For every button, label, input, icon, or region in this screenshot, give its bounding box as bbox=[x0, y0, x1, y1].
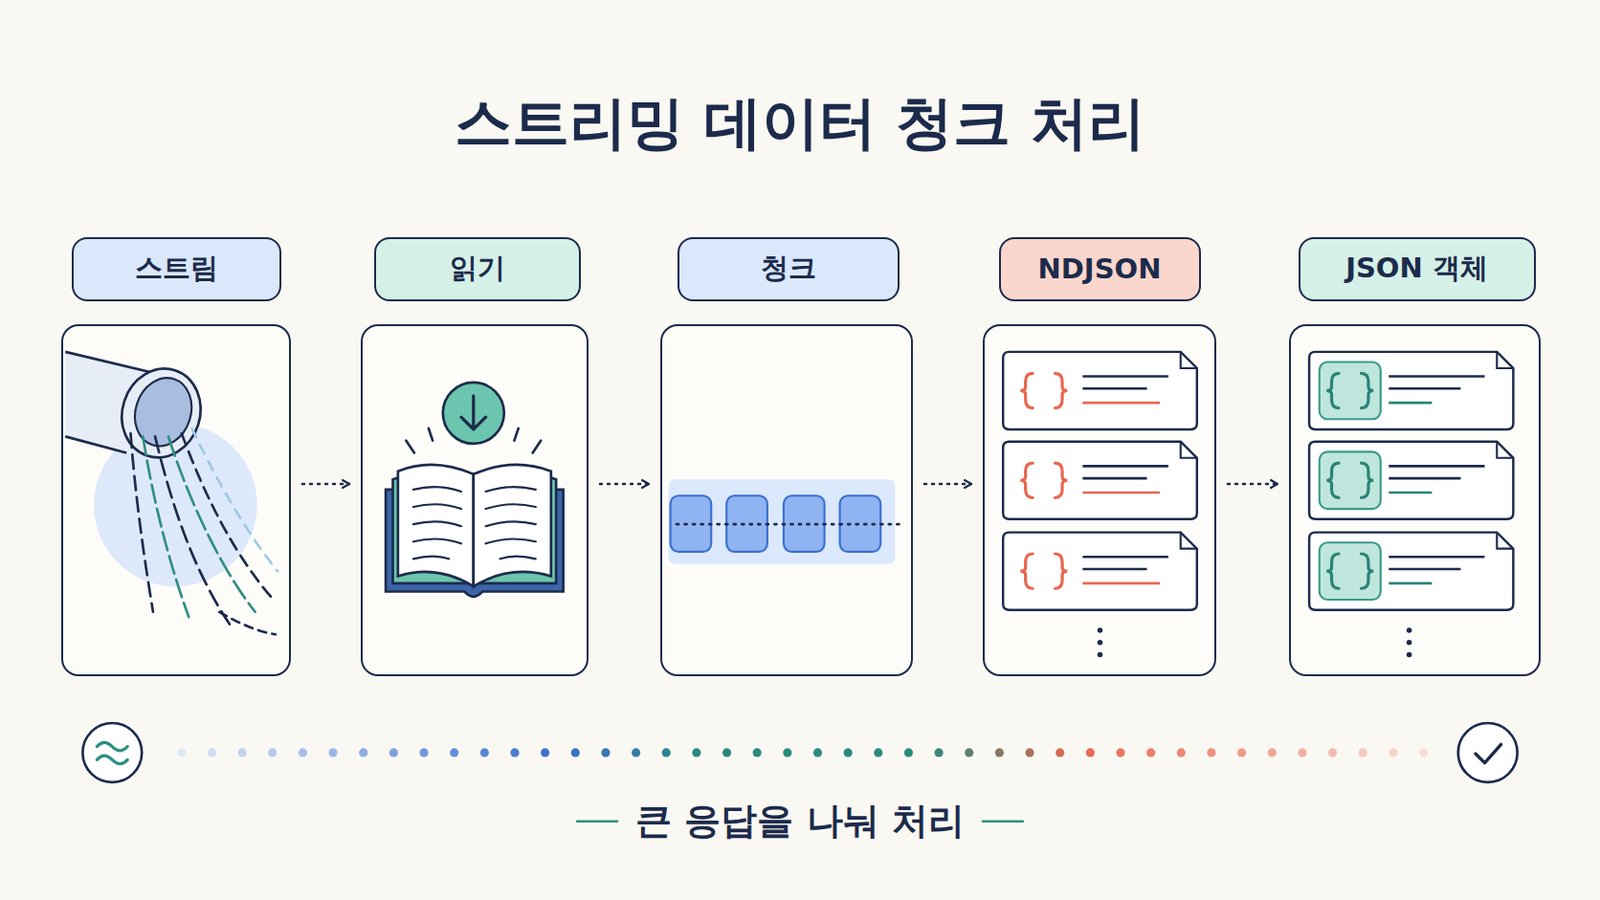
json-card bbox=[1309, 442, 1513, 520]
flow-arrow bbox=[924, 483, 972, 487]
wave-icon bbox=[82, 723, 142, 783]
json-card bbox=[1309, 533, 1513, 611]
chunk-blocks bbox=[667, 479, 903, 565]
json-card bbox=[1002, 352, 1198, 430]
stage-panel: NDJSON bbox=[982, 324, 1217, 677]
flow-arrow bbox=[302, 483, 350, 487]
stage-label: NDJSON bbox=[999, 237, 1201, 302]
progress-dots bbox=[177, 748, 1428, 757]
diagram-caption: 큰 응답을 나눠 처리 bbox=[635, 800, 965, 845]
json-card bbox=[1309, 352, 1513, 430]
json-card bbox=[1002, 442, 1198, 520]
stage-label: JSON 객체 bbox=[1298, 237, 1536, 302]
check-icon bbox=[1458, 723, 1518, 783]
panel-grounds bbox=[62, 325, 1541, 677]
stage-panel: JSON 객체 bbox=[1288, 324, 1541, 677]
stage-panel: 읽기 bbox=[360, 324, 589, 677]
stage-label: 읽기 bbox=[374, 237, 581, 302]
stage-label: 스트림 bbox=[71, 237, 282, 302]
json-card bbox=[1002, 533, 1198, 611]
json-cards bbox=[1002, 352, 1513, 658]
diagram-title: 스트리밍 데이터 청크 처리 bbox=[0, 88, 1600, 157]
stage-panel: 스트림 bbox=[61, 324, 291, 677]
pipe-illustration bbox=[65, 352, 278, 635]
stage-panel: 청크 bbox=[660, 324, 913, 677]
illustration bbox=[62, 325, 1541, 783]
flow-arrow bbox=[1227, 483, 1278, 487]
flow-arrow bbox=[600, 483, 649, 487]
book-illustration bbox=[385, 382, 564, 598]
stage-label: 청크 bbox=[677, 237, 900, 302]
